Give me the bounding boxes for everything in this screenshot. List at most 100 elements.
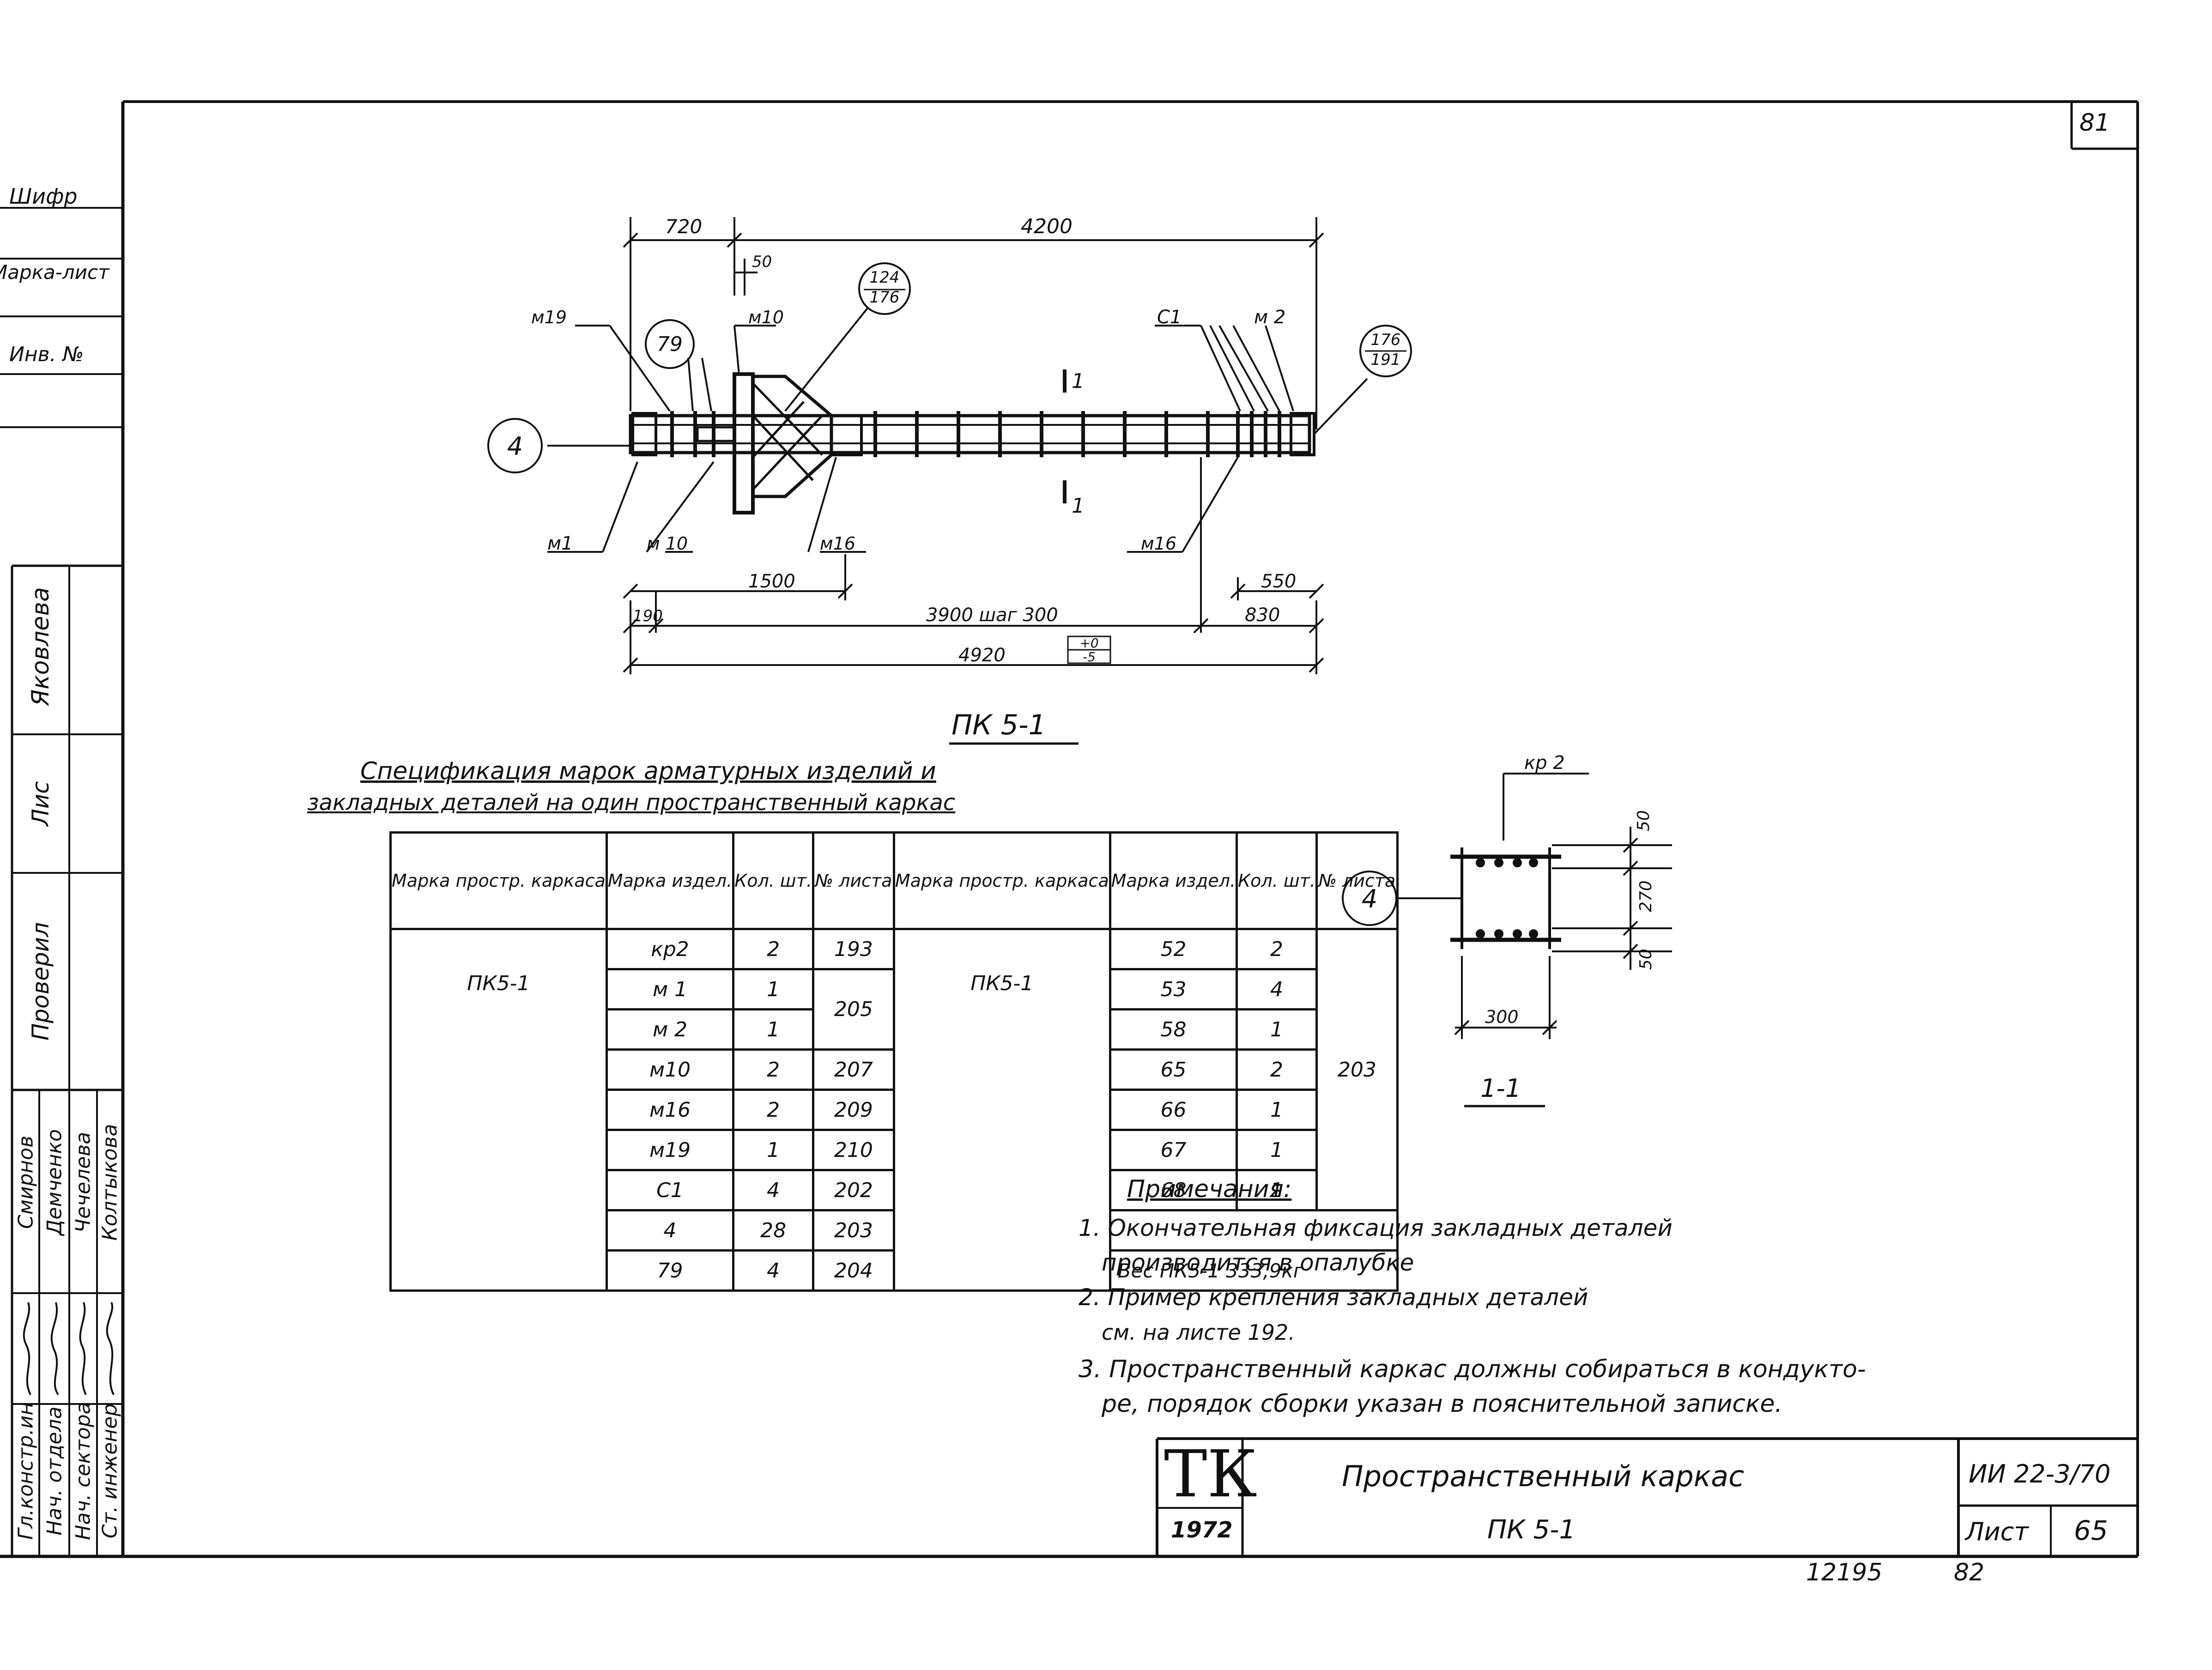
dim-190: 190 [633, 607, 663, 625]
sheet-cell: 210 [812, 1129, 895, 1171]
hdr-frame-l: Марка простр. каркаса [389, 831, 608, 930]
item-cell: кр2 [605, 928, 735, 970]
dim-830: 830 [1245, 605, 1280, 626]
bottom-number-left: 12195 [1806, 1559, 1883, 1586]
frame-name-right: ПК5-1 [892, 928, 1111, 1292]
qty-cell: 4 [1236, 968, 1318, 1010]
signature-stamp: Яковлева Проверил Лис Гл.констр.ин Нач. … [0, 0, 123, 1556]
item-cell: 58 [1109, 1008, 1238, 1051]
sheet-cell: 203 [812, 1209, 895, 1252]
section-dim-270: 270 [1636, 880, 1655, 912]
dim-550: 550 [1261, 571, 1296, 592]
list-number: 65 [2074, 1515, 2108, 1546]
qty-cell: 2 [732, 1048, 814, 1091]
stamp-inv: Инв. № [9, 343, 84, 366]
spec-table: Марка простр. каркаса Марка издел. Кол. … [389, 831, 1399, 1292]
item-cell: м10 [605, 1048, 735, 1091]
item-cell: 65 [1109, 1048, 1238, 1091]
section-dim-50a: 50 [1634, 810, 1653, 831]
item-cell: С1 [605, 1169, 735, 1211]
hdr-qty-l: Кол. шт. [732, 831, 814, 930]
label-m10-top: м10 [748, 307, 784, 327]
qty-cell: 1 [732, 1008, 814, 1051]
section-mark-bottom: 1 [1072, 494, 1085, 518]
item-cell: м 2 [605, 1008, 735, 1051]
section-dim-300: 300 [1485, 1007, 1519, 1027]
item-cell: 4 [605, 1209, 735, 1252]
qty-cell: 1 [1236, 1089, 1318, 1131]
dim-4920: 4920 [958, 645, 1006, 666]
label-c1: С1 [1157, 307, 1182, 328]
hdr-item-r: Марка издел. [1109, 831, 1238, 930]
empty-cell [1109, 1209, 1399, 1251]
handwritten-signatures [23, 1302, 115, 1396]
bottom-number-right: 82 [1954, 1559, 1985, 1586]
callout-79: 79 [657, 333, 683, 356]
note-line-3: 2. Пример крепления закладных деталей [1079, 1284, 1588, 1311]
label-m19: м19 [531, 307, 567, 327]
item-cell: 79 [605, 1249, 735, 1292]
series-code: ИИ 22-3/70 [1969, 1459, 2111, 1488]
item-cell: 66 [1109, 1089, 1238, 1131]
table-row: м 2 1 58 1 [391, 1008, 1398, 1051]
item-cell: 68 [1109, 1169, 1238, 1211]
drawing-caption: ПК 5-1 [951, 709, 1046, 741]
title-line2: ПК 5-1 [1487, 1515, 1576, 1545]
hdr-sheet-r: № листа [1315, 831, 1399, 930]
hdr-qty-r: Кол. шт. [1236, 831, 1318, 930]
label-m16-right: м16 [1141, 533, 1176, 554]
org-logo: ТК [1164, 1437, 1257, 1512]
spec-title-line2: закладных деталей на один пространственн… [307, 790, 956, 816]
stamp-shifr: Шифр [9, 184, 78, 209]
hdr-sheet-l: № листа [812, 831, 895, 930]
qty-cell: 2 [732, 928, 814, 970]
bubble-191: 191 [1371, 351, 1401, 369]
hdr-frame-r: Марка простр. каркаса [892, 831, 1111, 930]
item-cell: 67 [1109, 1129, 1238, 1171]
right-sheet-cell: 203 [1315, 928, 1399, 1211]
tol-minus: -5 [1083, 649, 1096, 665]
spec-header-row: Марка простр. каркаса Марка издел. Кол. … [389, 831, 1399, 930]
weight-cell: Вес ПК5-1 333,9кг [1109, 1249, 1399, 1292]
sheet-cell: 209 [812, 1089, 895, 1131]
qty-cell: 1 [1236, 1008, 1318, 1051]
label-m16-left: м16 [820, 533, 855, 554]
table-row: м16 2 209 66 1 [391, 1089, 1398, 1131]
note-line-1: 1. Окончательная фиксация закладных дета… [1079, 1215, 1673, 1241]
item-cell: м16 [605, 1089, 735, 1131]
dim-50: 50 [752, 253, 772, 271]
qty-cell: 1 [1236, 1169, 1318, 1211]
item-cell: м 1 [605, 968, 735, 1010]
label-m10-bottom: м 10 [647, 533, 688, 554]
notes-heading: Примечания: [1127, 1175, 1292, 1203]
qty-cell: 1 [1236, 1129, 1318, 1171]
table-row: м19 1 210 67 1 [391, 1129, 1398, 1171]
item-cell: м19 [605, 1129, 735, 1171]
section-dim-50b: 50 [1636, 949, 1655, 970]
sheet-cell: 204 [812, 1249, 895, 1292]
tol-plus: +0 [1079, 635, 1098, 651]
sheet-cell: 193 [812, 928, 895, 970]
title-line1: Пространственный каркас [1342, 1459, 1745, 1493]
qty-cell: 1 [732, 1129, 814, 1171]
bubble-124: 124 [870, 268, 900, 287]
sheet-number: 81 [2079, 109, 2110, 137]
qty-cell: 2 [1236, 928, 1318, 970]
sheet-cell: 205 [812, 968, 895, 1051]
note-line-6: ре, порядок сборки указан в пояснительно… [1102, 1390, 1782, 1418]
label-m1: м1 [547, 533, 573, 554]
dim-4200: 4200 [1021, 215, 1073, 238]
label-m2: м 2 [1254, 307, 1285, 328]
table-row: м10 2 207 65 2 [391, 1048, 1398, 1091]
qty-cell: 2 [1236, 1048, 1318, 1091]
item-cell: 53 [1109, 968, 1238, 1010]
note-line-5: 3. Пространственный каркас должны собира… [1079, 1355, 1866, 1383]
hdr-item-l: Марка издел. [605, 831, 735, 930]
dim-3900: 3900 шаг 300 [926, 605, 1058, 626]
table-row: 79 4 204 Вес ПК5-1 333,9кг [391, 1249, 1399, 1292]
table-row: 4 28 203 [391, 1209, 1399, 1252]
spec-title-line1: Спецификация марок арматурных изделий и [360, 757, 936, 785]
sheet-cell: 202 [812, 1169, 895, 1211]
section-mark-top: 1 [1072, 369, 1085, 393]
